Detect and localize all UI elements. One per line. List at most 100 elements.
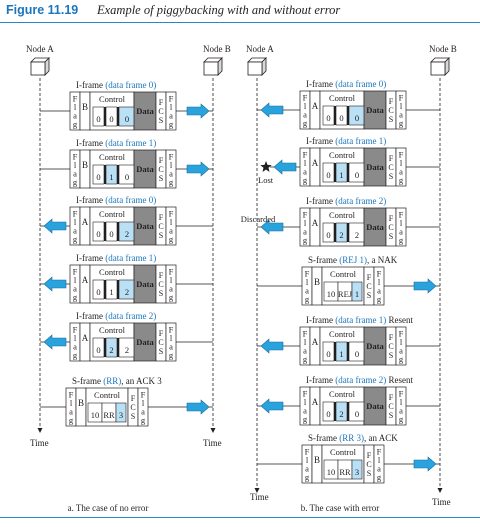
- frame-title: I-frame (data frame 2) Resent: [306, 375, 413, 385]
- frame-title-suffix: Resent: [386, 315, 413, 325]
- flag-field-letter: g: [141, 415, 146, 425]
- flag-field-letter: l: [74, 102, 77, 112]
- fcs-letter: S: [159, 231, 163, 240]
- flag-field-letter: g: [73, 119, 78, 129]
- panel-b-lifeline-b-arrowhead: [437, 488, 443, 493]
- fcs-letter: F: [389, 333, 394, 342]
- flag-field-letter: g: [73, 177, 78, 187]
- frame-title-suffix: , an ACK: [364, 433, 398, 443]
- flag-field-letter: l: [304, 397, 307, 407]
- flag-field-letter: g: [169, 119, 174, 129]
- flag-field-letter: F: [169, 324, 174, 334]
- frame-title-suffix: , a NAK: [367, 255, 398, 265]
- flag-field-letter: a: [73, 283, 77, 293]
- flag-field-letter: l: [304, 218, 307, 228]
- control-label: Control: [330, 447, 357, 457]
- fcs-letter: S: [389, 232, 393, 241]
- control-divider: [104, 107, 106, 126]
- panel-b-arrow-6: [384, 456, 440, 472]
- direction-arrow: [186, 161, 210, 177]
- flag-field-letter: F: [73, 93, 78, 103]
- flag-field-letter: a: [399, 405, 403, 415]
- control-divider: [334, 223, 336, 242]
- figure-title-bar: Figure 11.19 Example of piggybacking wit…: [0, 0, 480, 23]
- control-label: Control: [329, 389, 356, 399]
- control-subfield-value: 0: [326, 170, 330, 180]
- control-label: Control: [330, 269, 357, 279]
- control-divider: [117, 165, 119, 184]
- control-subfield-value: 2: [355, 230, 359, 240]
- flag-field-letter: F: [303, 149, 308, 159]
- flag-field-letter: a: [303, 345, 307, 355]
- frame-title-detail: (RR): [103, 376, 121, 386]
- flag-field-letter: F: [69, 389, 74, 399]
- flag-field-letter: l: [400, 337, 403, 347]
- flag-field-letter: g: [69, 415, 74, 425]
- flag-field-letter: l: [378, 277, 381, 287]
- control-subfield-value: 0: [96, 114, 100, 124]
- address-value: B: [314, 455, 320, 465]
- control-subfield-value: 2: [125, 287, 129, 297]
- flag-field-letter: a: [141, 406, 145, 416]
- control-label: Control: [99, 209, 126, 219]
- address-value: B: [82, 102, 88, 112]
- data-label: Data: [366, 401, 384, 411]
- flag-field-letter: l: [142, 398, 145, 408]
- fcs-letter: C: [388, 342, 393, 351]
- panel-a-lifeline-a-arrowhead: [37, 428, 43, 433]
- fcs-letter: S: [131, 412, 135, 421]
- bottom-rule: [0, 517, 480, 518]
- flag-field-letter: g: [305, 472, 310, 482]
- flag-field-letter: g: [399, 118, 404, 128]
- fcs-letter: F: [159, 271, 164, 280]
- frame-title-detail: (data frame 2): [335, 375, 386, 385]
- flag-field-letter: a: [399, 226, 403, 236]
- direction-arrow: [186, 399, 210, 415]
- fcs-letter: F: [389, 97, 394, 106]
- control-divider: [104, 222, 106, 241]
- panel-b-arrow-0: [257, 102, 300, 118]
- panel-b-arrow-2: [257, 219, 300, 235]
- control-subfield-value: 0: [125, 172, 129, 182]
- control-divider: [334, 163, 336, 182]
- frame-title-detail: (data frame 0): [105, 195, 156, 205]
- fcs-letter: C: [366, 460, 371, 469]
- panel-a-time-right: Time: [203, 438, 222, 448]
- flag-field-letter: l: [400, 158, 403, 168]
- node-b-icon: [430, 57, 450, 76]
- flag-field-letter: F: [73, 151, 78, 161]
- panel-a-caption: a. The case of no error: [68, 503, 149, 513]
- address-value: A: [312, 337, 319, 347]
- fcs-letter: S: [389, 411, 393, 420]
- fcs-letter: F: [389, 393, 394, 402]
- frame-title: I-frame (data frame 0): [76, 80, 156, 90]
- frame-title-detail: (data frame 2): [105, 311, 156, 321]
- control-subfield-value: RR: [103, 410, 115, 420]
- flag-field-letter: F: [399, 328, 404, 338]
- flag-field-letter: F: [169, 266, 174, 276]
- flag-field-letter: g: [303, 175, 308, 185]
- fcs-letter: C: [388, 402, 393, 411]
- frame-title-detail: (data frame 1): [105, 138, 156, 148]
- frame-title: S-frame (RR 3), an ACK: [308, 433, 398, 443]
- lost-star-icon: [260, 161, 272, 172]
- control-subfield-value: 10: [327, 289, 336, 299]
- address-value: B: [82, 160, 88, 170]
- control-subfield-value: 0: [326, 409, 330, 419]
- control-subfield-value: 2: [339, 230, 343, 240]
- flag-field-letter: a: [399, 166, 403, 176]
- flag-field-letter: a: [303, 166, 307, 176]
- flag-field-letter: g: [169, 292, 174, 302]
- address-value: A: [312, 101, 319, 111]
- frame-title: I-frame (data frame 1): [76, 253, 156, 263]
- control-subfield-value: 1: [339, 170, 343, 180]
- flag-field-letter: g: [303, 118, 308, 128]
- control-subfield-value: 0: [109, 114, 113, 124]
- frame-title: I-frame (data frame 0): [306, 79, 386, 89]
- fcs-letter: F: [159, 98, 164, 107]
- flag-field-letter: l: [170, 102, 173, 112]
- fcs-letter: C: [366, 282, 371, 291]
- direction-arrow: [260, 338, 284, 354]
